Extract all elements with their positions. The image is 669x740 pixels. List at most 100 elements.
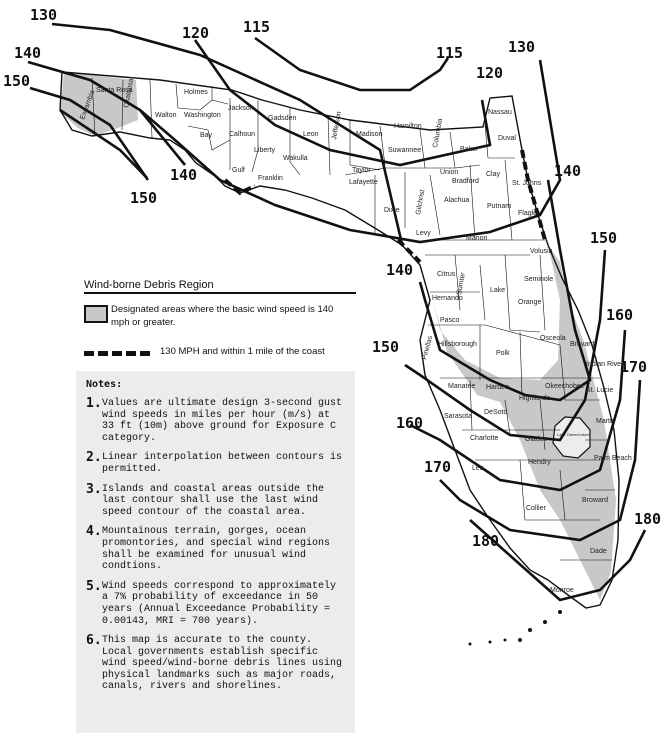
county-label: Madison <box>356 131 383 138</box>
note-text: Linear interpolation between contours is… <box>102 452 343 475</box>
note-number: 1. <box>86 396 102 411</box>
county-label: Polk <box>496 350 510 357</box>
coastal-dash-swatch <box>84 351 150 356</box>
county-label: Calhoun <box>229 131 255 138</box>
county-label: Marion <box>466 235 488 242</box>
contour-label: 140 <box>14 44 41 62</box>
county-label: Highlands <box>519 395 551 402</box>
county-label: Taylor <box>352 167 371 174</box>
note-text: Wind speeds correspond to approximately … <box>102 580 337 627</box>
county-label: Martin <box>596 418 616 425</box>
county-label: Washington <box>184 112 221 119</box>
designated-area-swatch <box>84 305 108 323</box>
county-label: Duval <box>498 135 516 142</box>
county-label: Manatee <box>448 383 475 390</box>
county-label: Holmes <box>184 89 208 96</box>
note-item: 6.This map is accurate to the county. Lo… <box>86 634 345 693</box>
county-label: Alachua <box>444 197 469 204</box>
contour-label: 170 <box>424 458 451 476</box>
county-label: Okeechobee <box>545 383 585 390</box>
note-item: 3.Islands and coastal areas outside the … <box>86 481 345 519</box>
note-item: 1.Values are ultimate design 3-second gu… <box>86 396 345 444</box>
note-number: 3. <box>86 481 102 497</box>
county-label: Levy <box>416 230 431 237</box>
county-label: Dixie <box>384 207 400 214</box>
contour-label: 150 <box>130 189 157 207</box>
notes-panel: Notes: 1.Values are ultimate design 3-se… <box>76 371 355 733</box>
contour-label: 170 <box>620 358 647 376</box>
contour-labels: 130 140 150 150 140 120 115 115 120 130 … <box>3 6 661 550</box>
county-label: Hillsborough <box>438 341 477 348</box>
county-label: Hernando <box>432 295 463 302</box>
wind-speed-contours <box>27 22 647 602</box>
county-label: Sumter <box>456 271 467 295</box>
contour-label: 160 <box>606 306 633 324</box>
contour-label: 120 <box>182 24 209 42</box>
contour-label: 140 <box>386 261 413 279</box>
contour-label: 180 <box>472 532 499 550</box>
contour-label: 120 <box>476 64 503 82</box>
note-number: 5. <box>86 578 102 594</box>
county-label: Gilchrist <box>415 189 426 215</box>
county-labels: Santa Rosa Okaloosa Escambia Walton Holm… <box>79 78 632 594</box>
county-label: Walton <box>155 112 177 119</box>
legend-rule <box>84 292 356 294</box>
county-label: Lake <box>490 287 505 294</box>
county-label: Pasco <box>440 317 460 324</box>
county-label: Clay <box>486 171 501 178</box>
county-label: Santa Rosa <box>96 87 133 94</box>
county-boundaries <box>91 77 615 561</box>
county-label: DeSoto <box>484 409 507 416</box>
debris-region-panhandle <box>60 72 138 136</box>
county-label: Suwannee <box>388 147 421 154</box>
county-label: Palm Beach <box>594 455 632 462</box>
legend-coast-text: 130 MPH and within 1 mile of the coast <box>160 346 325 357</box>
note-text: Islands and coastal areas outside the la… <box>102 483 325 518</box>
county-label: Glades <box>525 436 548 443</box>
county-label: Indian River <box>586 361 624 368</box>
county-label: Franklin <box>258 175 283 182</box>
county-label: St. Lucie <box>586 387 613 394</box>
note-item: 4.Mountainous terrain, gorges, ocean pro… <box>86 525 345 573</box>
county-label: Orange <box>518 299 541 306</box>
contour-label: 115 <box>436 44 463 62</box>
contour-label: 130 <box>508 38 535 56</box>
county-label: Nassau <box>488 109 512 116</box>
county-label: Brevard <box>570 341 595 348</box>
county-label: Hardee <box>486 384 509 391</box>
note-text: Mountainous terrain, gorges, ocean promo… <box>102 526 331 573</box>
county-label: Bradford <box>452 178 479 185</box>
county-label: Seminole <box>524 276 553 283</box>
county-label: Hendry <box>528 459 551 466</box>
county-label: Jefferson <box>331 111 343 141</box>
county-label: Liberty <box>254 147 276 154</box>
county-label: Union <box>440 169 458 176</box>
county-label: Broward <box>582 497 608 504</box>
contour-label: 140 <box>170 166 197 184</box>
county-label: Lafayette <box>349 179 378 186</box>
contour-label: 150 <box>590 229 617 247</box>
note-text: Values are ultimate design 3-second gust… <box>102 398 343 444</box>
legend-designated-text: Designated areas where the basic wind sp… <box>111 304 334 328</box>
county-label: Monroe <box>550 587 574 594</box>
note-number: 2. <box>86 450 102 466</box>
county-label: Charlotte <box>470 435 499 442</box>
note-text: This map is accurate to the county. Loca… <box>102 635 343 693</box>
county-label: Lee <box>472 465 484 472</box>
county-label: Collier <box>526 505 547 512</box>
county-label: Bay <box>200 132 213 139</box>
county-label: Columbia <box>432 118 444 148</box>
county-label: St. Johns <box>512 180 542 187</box>
contour-label: 115 <box>243 18 270 36</box>
florida-keys <box>468 610 562 646</box>
contour-label: 130 <box>30 6 57 24</box>
lake-okeechobee <box>552 416 591 459</box>
county-label: Dade <box>590 548 607 555</box>
contour-label: 140 <box>554 162 581 180</box>
county-label: Putnam <box>487 203 511 210</box>
county-label: Volusia <box>530 248 553 255</box>
legend-title: Wind-borne Debris Region <box>84 279 214 291</box>
debris-region-peninsula <box>433 245 616 600</box>
county-label: Leon <box>303 131 319 138</box>
county-label: Lake Okeechobee <box>557 432 590 437</box>
